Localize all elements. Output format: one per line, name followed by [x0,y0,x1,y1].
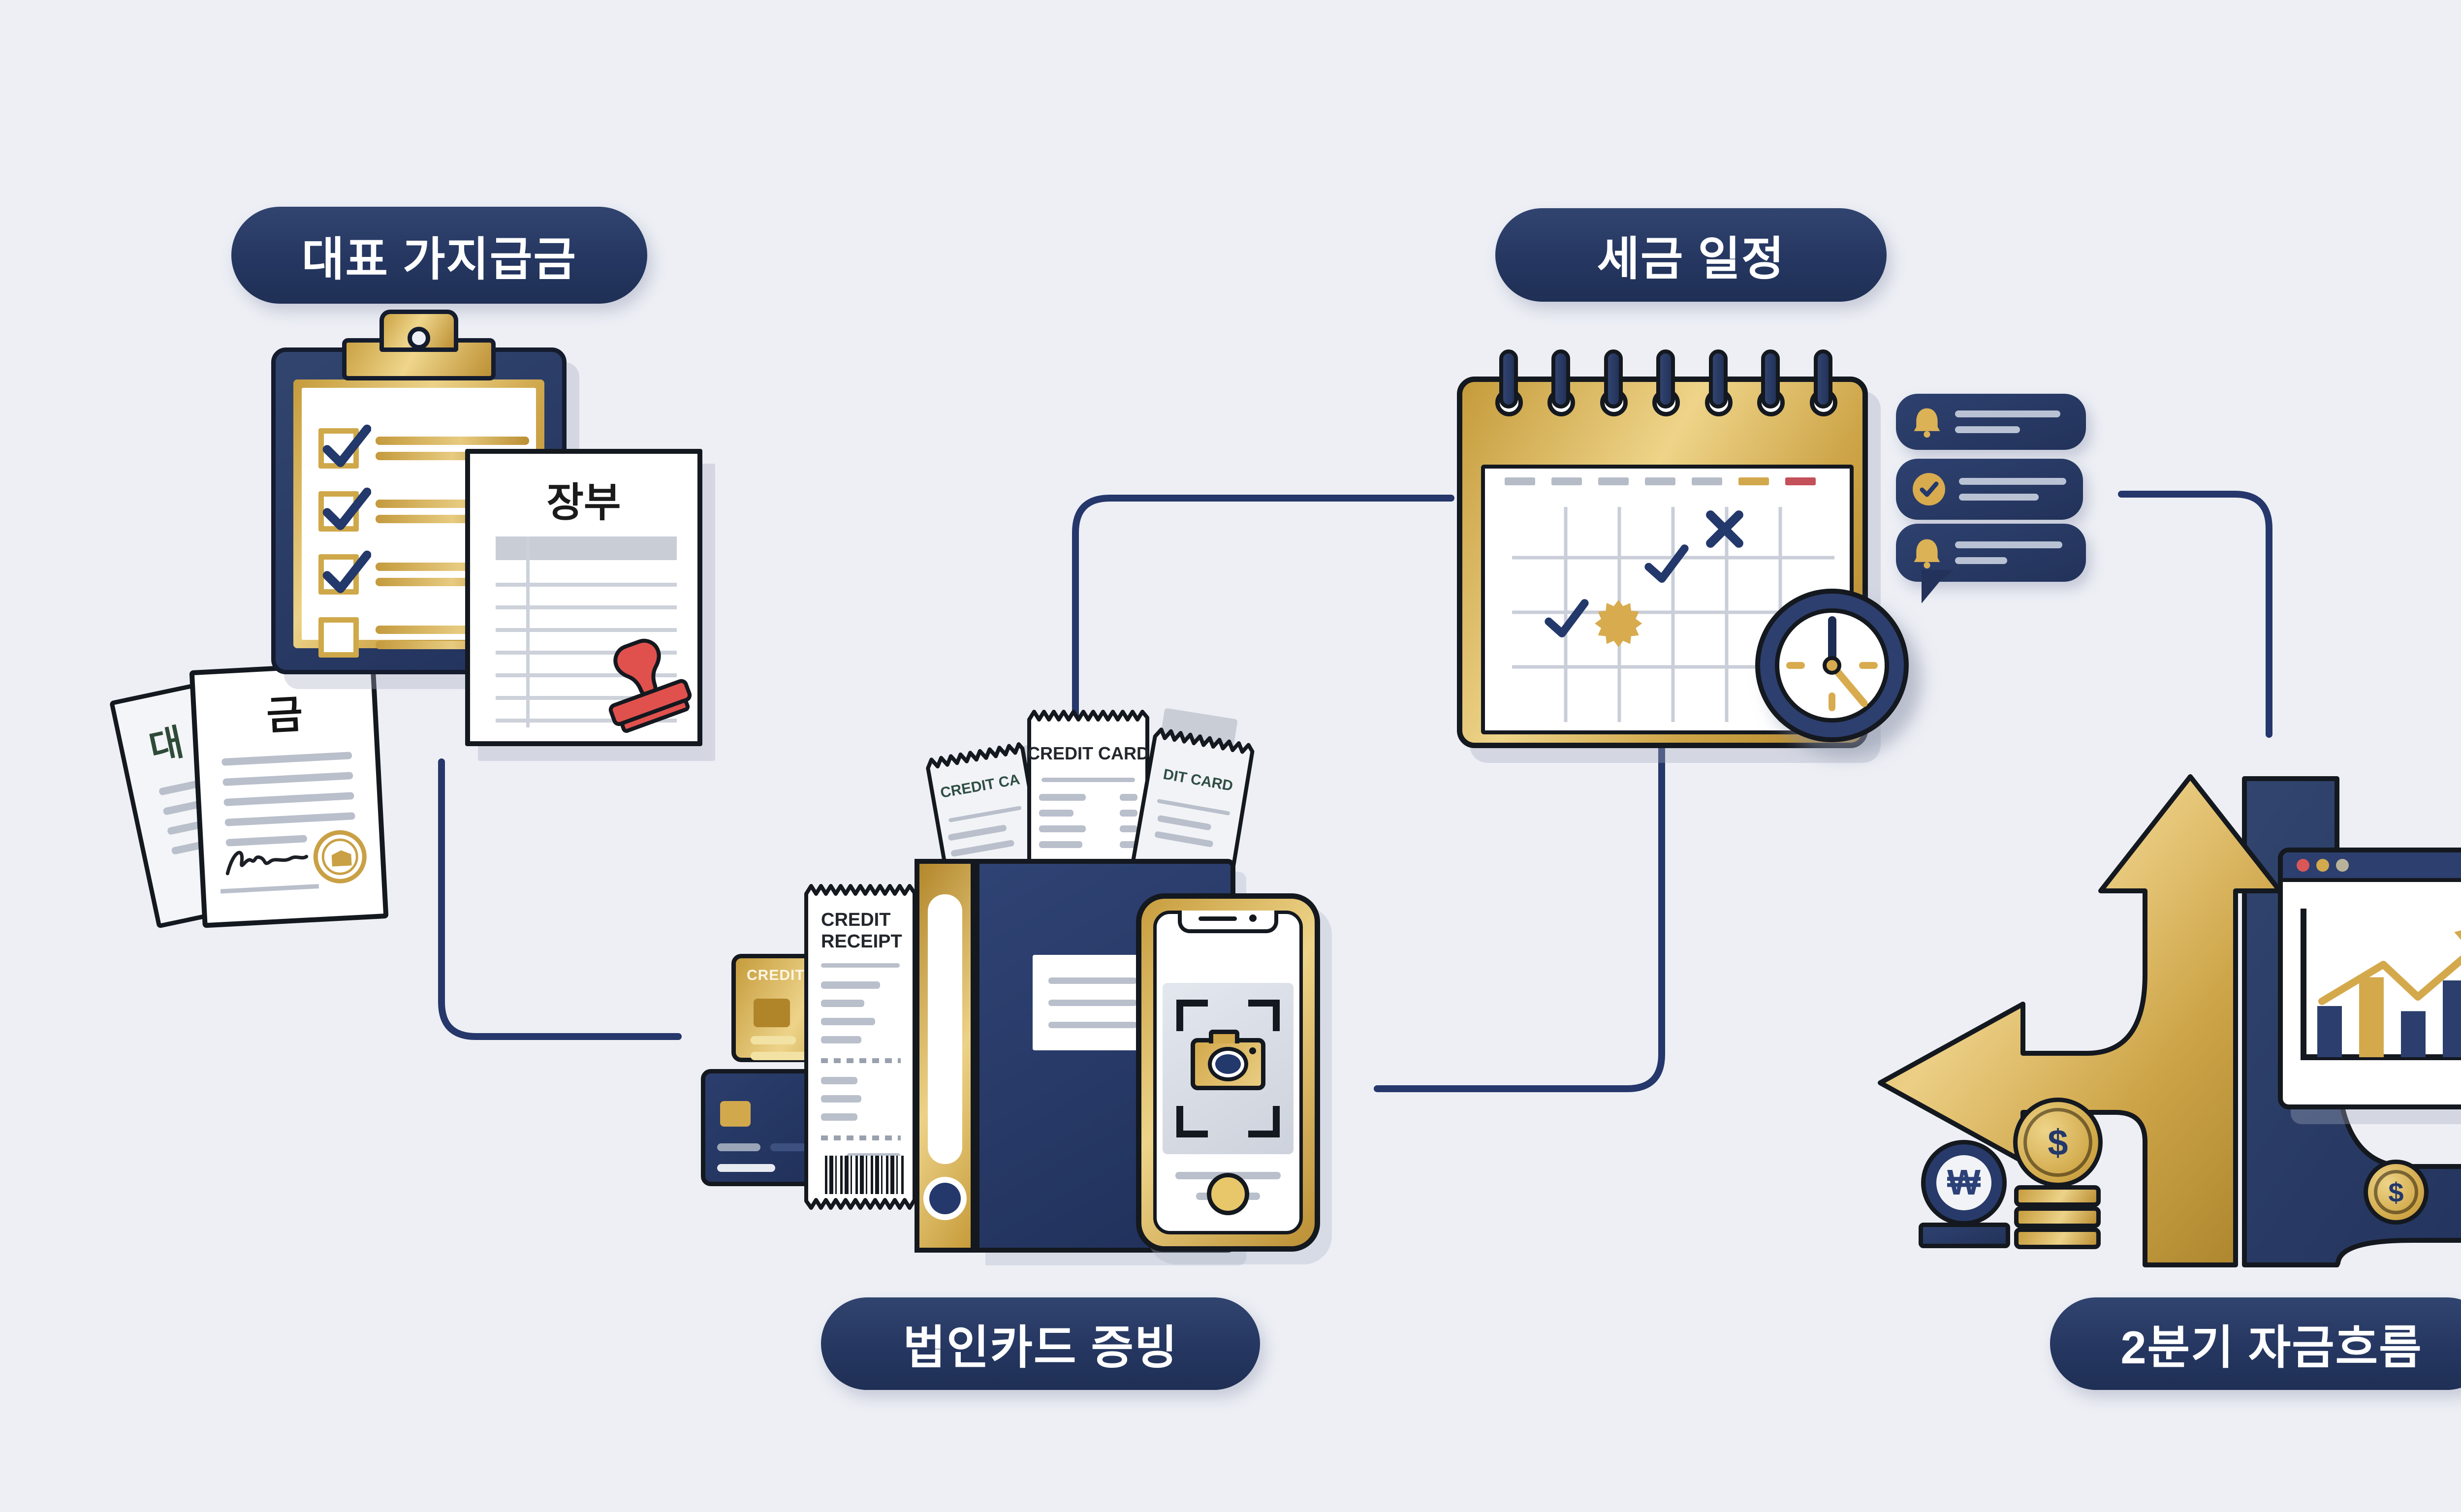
checked-box-icon [318,550,371,595]
gold-up-left-arrow [1878,774,2282,1267]
receipt-center: CREDIT CARD [1026,705,1150,884]
scan-corner-icon [1176,1000,1208,1031]
notification-bubble [1896,524,2086,603]
window-dot-red [2297,859,2309,872]
calendar-mark-check [1643,541,1690,588]
dollar-coin-icon: $ [2013,1098,2103,1187]
chart-window [2278,848,2461,1109]
credit-card-gold: CREDIT C [731,954,875,1062]
calendar-weekday-row [1505,477,1816,485]
empty-box-icon [318,617,359,658]
calendar-mark-check [1543,596,1590,643]
scan-corner-icon [1176,1106,1208,1137]
camera-icon [1191,1030,1265,1090]
binder-spine [915,859,976,1253]
label-tax-schedule: 세금 일정 [1495,208,1887,302]
weekday-dash [1551,477,1582,485]
document-front-title: 금 [265,692,304,738]
card-chip-icon [720,1101,751,1127]
clock-icon [1755,589,1909,742]
checked-box-icon [318,424,371,469]
check-icon [1913,473,1945,505]
clock-hour-hand [1828,616,1836,665]
speech-tail-icon [1922,570,1954,603]
notification-bubble [1896,394,2086,450]
gold-seal-icon [312,828,368,885]
weekday-dash [1645,477,1675,485]
ledger-table-body [496,564,677,723]
weekday-dash [1738,477,1769,485]
bell-icon [1914,539,1940,569]
label-tax-schedule-text: 세금 일정 [1597,233,1785,284]
bell-icon [1914,408,1940,438]
dollar-symbol: $ [2048,1122,2068,1163]
chart-window-titlebar [2283,852,2461,882]
checked-box-icon [318,487,371,532]
won-symbol: ₩ [1947,1163,1981,1202]
weekday-dash [1505,477,1535,485]
calendar-marks [1485,469,1858,738]
barcode-icon [825,1156,904,1194]
credit-receipt-title-1: CREDIT [821,910,891,930]
credit-receipt: CREDIT RECEIPT [803,879,918,1215]
stamp-icon [608,638,692,733]
phone-screen [1153,911,1303,1234]
label-cashflow-text: 2분기 자금흐름 [2120,1322,2423,1373]
card-chip-icon [754,999,790,1027]
label-cashflow: 2분기 자금흐름 [2050,1297,2461,1390]
dollar-coin-small-icon: $ [2364,1160,2429,1225]
scan-panel [1163,983,1294,1154]
window-dot-gold [2316,859,2329,872]
document-front: 금 [189,661,389,928]
binder-label [1033,955,1154,1050]
calendar-mark-blob [1595,599,1642,647]
label-advance-payment: 대표 가지급금 [231,207,647,304]
checklist-item [318,487,536,532]
receipt-left: CREDIT CA [922,736,1048,896]
phone [1136,893,1320,1252]
label-card-evidence-text: 법인카드 증빙 [903,1322,1178,1373]
weekday-dash [1785,477,1816,485]
binder-ring-icon [923,1177,967,1220]
won-coin-icon: ₩ [1921,1140,2007,1226]
home-button-icon [1207,1173,1249,1215]
mini-bar-chart [2301,909,2461,1060]
signature-icon [225,850,309,876]
calendar-mark-x [1701,505,1748,553]
notification-bubble [1896,459,2083,520]
credit-receipt-title-2: RECEIPT [821,931,902,952]
checklist-item [318,617,536,658]
scan-corner-icon [1248,1106,1280,1137]
weekday-dash [1692,477,1722,485]
ledger-title: 장부 [546,480,621,525]
receipt-right: DIT CARD [1129,722,1259,887]
weekday-dash [1598,477,1629,485]
scan-corner-icon [1248,1000,1280,1031]
receipt-center-text: CREDIT CARD [1027,743,1149,763]
dollar-symbol-small: $ [2388,1176,2404,1208]
window-dot-gray [2336,859,2349,872]
label-card-evidence: 법인카드 증빙 [821,1297,1260,1390]
ledger-document: 장부 [465,449,702,746]
label-advance-payment-text: 대표 가지급금 [302,233,577,285]
phone-notch-icon [1178,911,1278,933]
